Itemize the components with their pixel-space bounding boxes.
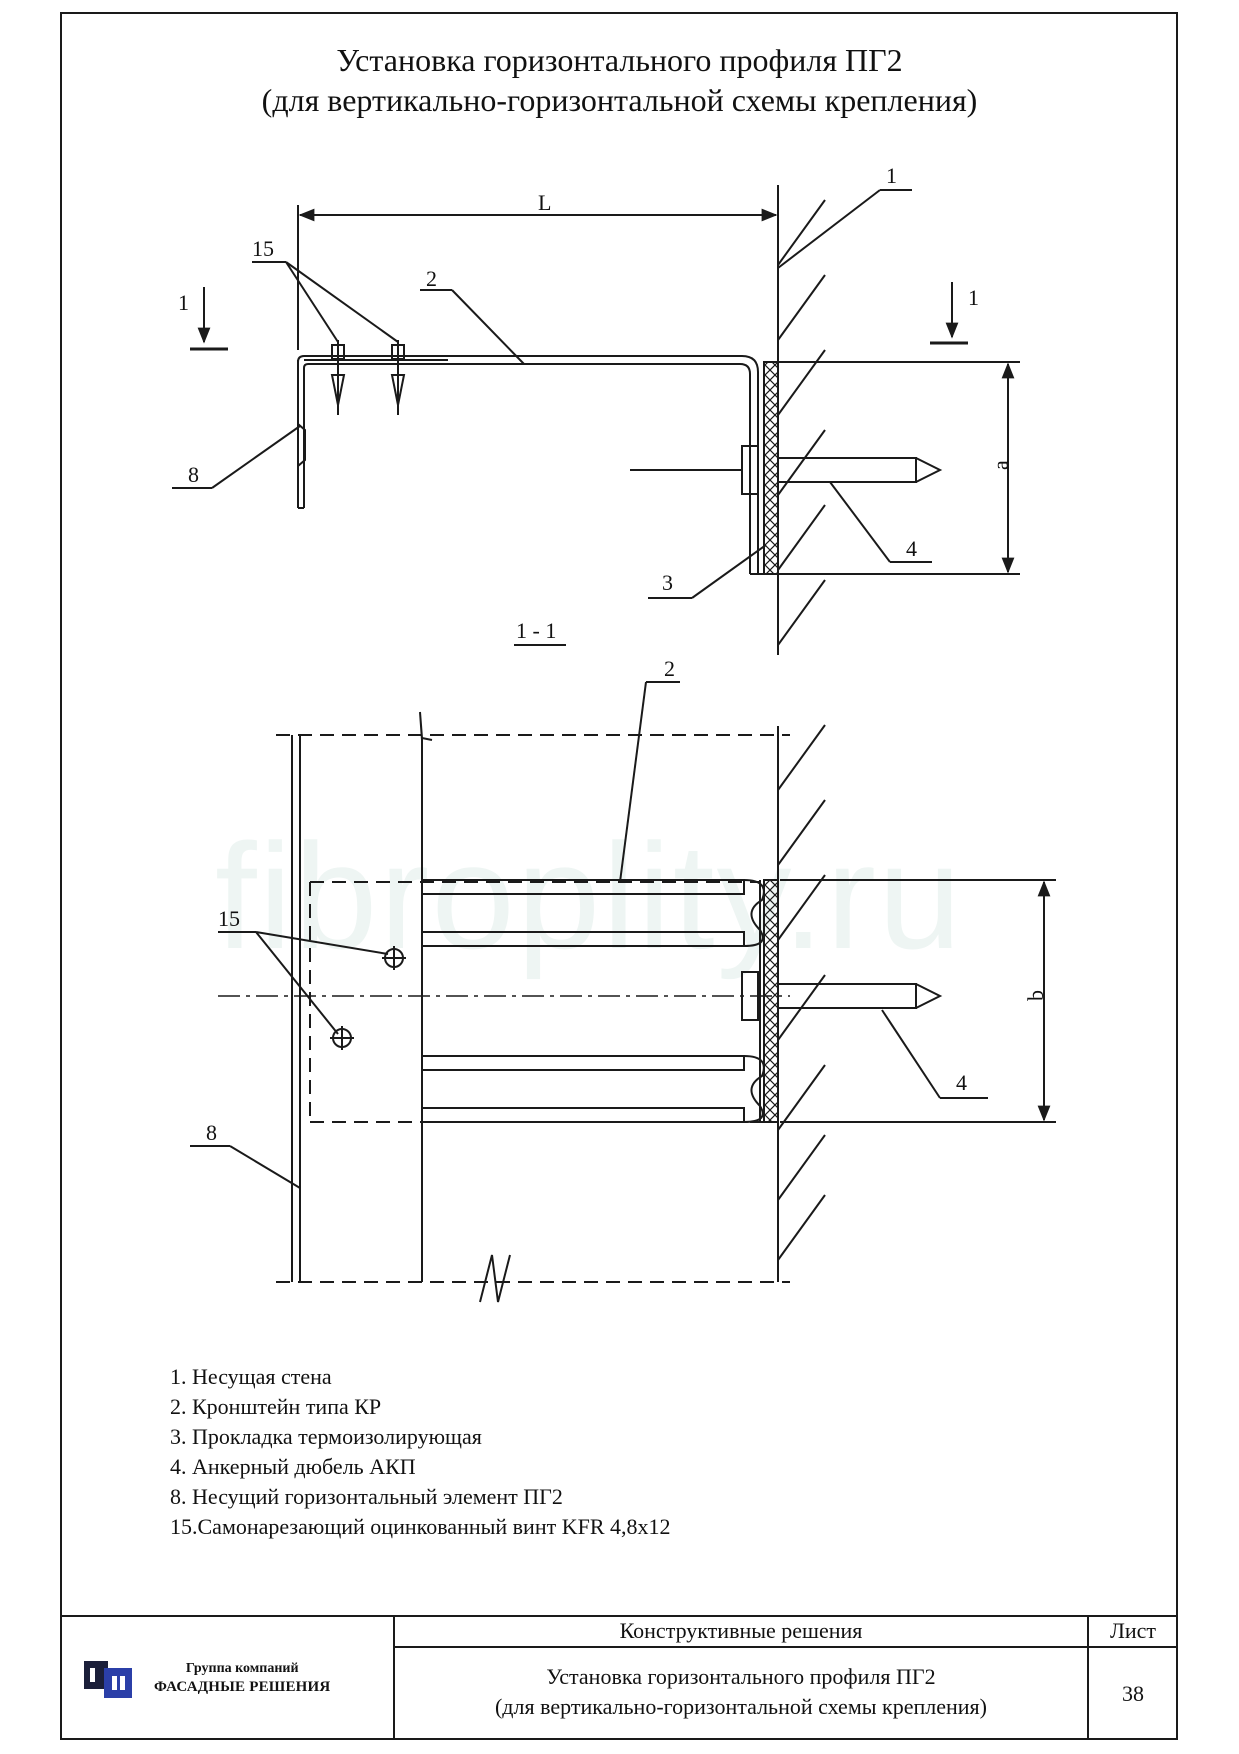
company-line-2: ФАСАДНЫЕ РЕШЕНИЯ bbox=[154, 1679, 331, 1695]
leader-2-section bbox=[619, 681, 680, 883]
callout-1: 1 bbox=[886, 163, 897, 188]
dimension-L bbox=[297, 205, 779, 350]
callout-4-section: 4 bbox=[956, 1070, 967, 1095]
leader-8-section bbox=[190, 1145, 301, 1189]
legend-item: 2. Кронштейн типа КР bbox=[170, 1394, 382, 1419]
callout-15-top: 15 bbox=[252, 236, 274, 261]
drawing-title: Установка горизонтального профиля ПГ2 (д… bbox=[0, 40, 1239, 120]
wall-top bbox=[777, 185, 826, 655]
anchor-bolt-top bbox=[630, 445, 943, 495]
legend-list: 1. Несущая стена 2. Кронштейн типа КР 3.… bbox=[170, 1362, 671, 1542]
stamp-subtitle-line-1: Установка горизонтального профиля ПГ2 bbox=[546, 1664, 936, 1689]
bracket-edge-section bbox=[419, 711, 433, 1282]
section-mark-right-label: 1 bbox=[968, 285, 979, 310]
dimension-a-label: a bbox=[988, 460, 1013, 470]
callout-2-section: 2 bbox=[664, 656, 675, 681]
thermal-pad-top bbox=[763, 361, 779, 575]
callout-2-top: 2 bbox=[426, 266, 437, 291]
sheet-number: 38 bbox=[1122, 1681, 1144, 1706]
profile-8-section bbox=[291, 735, 301, 1282]
section-mark-right bbox=[930, 282, 968, 345]
watermark-text: fibroplity.ru bbox=[215, 812, 964, 980]
break-symbol bbox=[479, 1254, 511, 1303]
title-line-2: (для вертикально-горизонтальной схемы кр… bbox=[261, 82, 978, 118]
title-block-grid bbox=[60, 1615, 1178, 1740]
legend-item: 1. Несущая стена bbox=[170, 1364, 332, 1389]
legend-item: 15.Самонарезающий оцинкованный винт KFR … bbox=[170, 1514, 671, 1539]
callout-15-section: 15 bbox=[218, 906, 240, 931]
leader-2-top bbox=[420, 289, 525, 365]
callout-8-section: 8 bbox=[206, 1120, 217, 1145]
leader-4-top bbox=[829, 481, 932, 563]
dimension-a bbox=[770, 361, 1020, 575]
stamp-subtitle: Установка горизонтального профиля ПГ2 (д… bbox=[394, 1647, 1088, 1740]
profile-8-top bbox=[297, 360, 306, 508]
dimension-L-label: L bbox=[538, 190, 551, 215]
drawing-sheet-frame bbox=[60, 12, 1178, 1740]
anchor-bolt-section bbox=[741, 971, 943, 1021]
callout-8-top: 8 bbox=[188, 462, 199, 487]
stamp-subtitle-line-2: (для вертикально-горизонтальной схемы кр… bbox=[494, 1694, 987, 1719]
company-logo bbox=[84, 1661, 132, 1698]
legend-item: 8. Несущий горизонтальный элемент ПГ2 bbox=[170, 1484, 563, 1509]
thermal-pad-section bbox=[763, 879, 779, 1123]
section-name: Конструктивные решения bbox=[619, 1618, 863, 1643]
leader-15-top bbox=[252, 261, 399, 343]
callout-3: 3 bbox=[662, 570, 673, 595]
screws-top bbox=[330, 340, 406, 415]
callout-4-top: 4 bbox=[906, 536, 917, 561]
section-mark-left-label: 1 bbox=[178, 290, 189, 315]
company-block: Группа компаний ФАСАДНЫЕ РЕШЕНИЯ bbox=[60, 1616, 394, 1740]
legend-item: 3. Прокладка термоизолирующая bbox=[170, 1424, 482, 1449]
leader-3 bbox=[648, 544, 767, 599]
bracket-top bbox=[297, 355, 764, 575]
leader-15-section bbox=[218, 931, 389, 1035]
legend-item: 4. Анкерный дюбель АКП bbox=[170, 1454, 416, 1479]
section-mark-left bbox=[190, 287, 228, 351]
leader-1 bbox=[777, 189, 912, 269]
title-line-1: Установка горизонтального профиля ПГ2 bbox=[336, 42, 903, 78]
leader-8-top bbox=[172, 425, 301, 489]
leader-4-section bbox=[881, 1009, 988, 1099]
sheet-label: Лист bbox=[1109, 1618, 1157, 1643]
bracket-rails-section bbox=[421, 879, 765, 1123]
dimension-b-label: b bbox=[1023, 990, 1048, 1001]
company-name: Группа компаний ФАСАДНЫЕ РЕШЕНИЯ bbox=[154, 1660, 330, 1696]
dimension-b bbox=[780, 879, 1056, 1123]
company-line-1: Группа компаний bbox=[185, 1661, 299, 1676]
title-block: Группа компаний ФАСАДНЫЕ РЕШЕНИЯ Констру… bbox=[60, 1616, 1178, 1740]
section-title: 1 - 1 bbox=[516, 618, 556, 643]
wall-section bbox=[777, 724, 826, 1282]
screw-heads-section bbox=[330, 946, 406, 1050]
hidden-lines bbox=[276, 734, 790, 1283]
